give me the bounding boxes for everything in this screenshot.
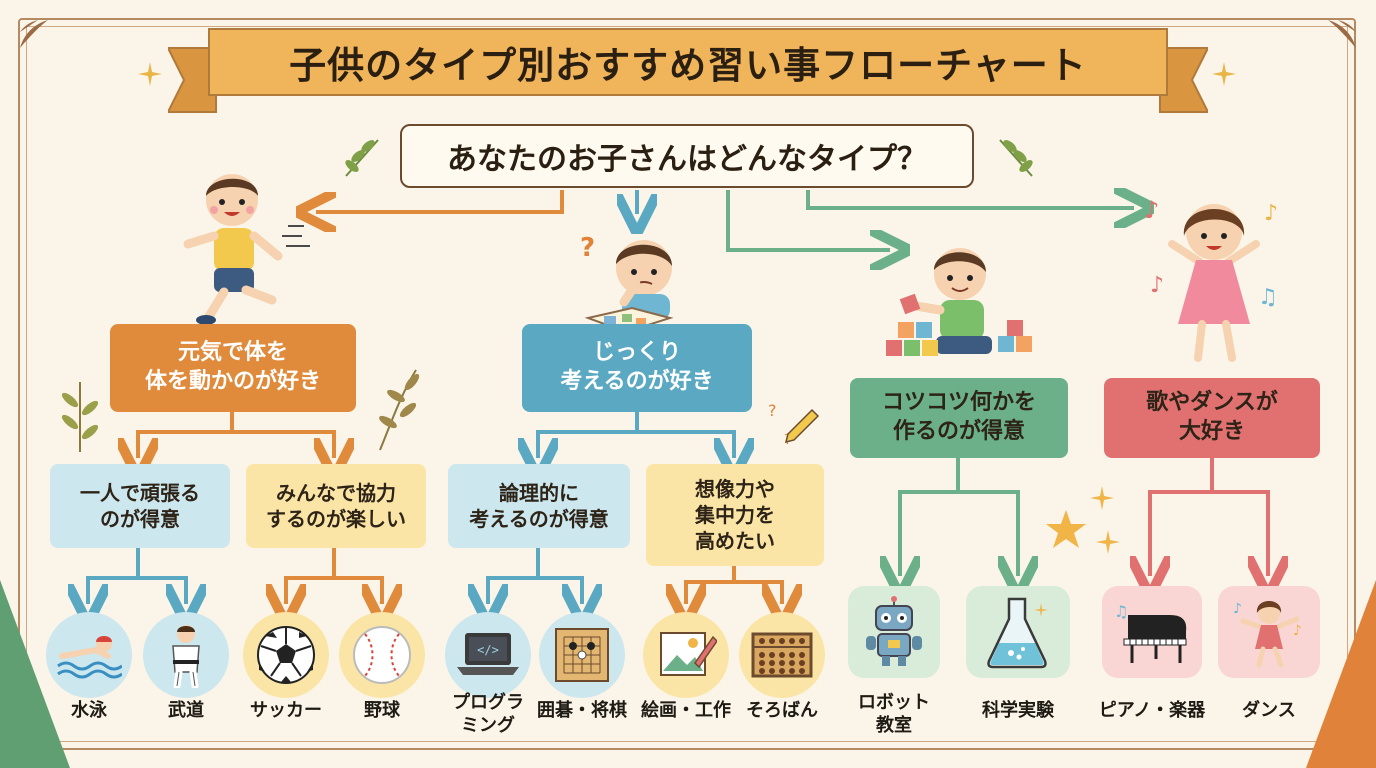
building-blocks-boy-icon [886, 248, 1032, 356]
go-board-icon [555, 628, 609, 682]
laptop-code-icon: </> [457, 633, 519, 675]
soccer-ball-icon [257, 626, 315, 684]
activity-baseball [339, 612, 425, 698]
corner-leaf-icon [20, 20, 48, 48]
activity-go-shogi [539, 612, 625, 698]
corner-leaf-icon [1328, 20, 1356, 48]
dancer-icon: ♪ ♪ [1233, 601, 1302, 668]
activity-painting [643, 612, 729, 698]
arrow-to-category-1 [316, 190, 564, 212]
stars-icon [1046, 486, 1120, 554]
svg-text:♫: ♫ [1258, 285, 1278, 310]
activity-science [966, 586, 1070, 678]
svg-text:♫: ♫ [1114, 602, 1128, 621]
leaf-sprig-icon [345, 139, 379, 177]
activity-programming: </> [445, 612, 531, 698]
subtype-team-box: みんなで協力 するのが楽しい [246, 464, 426, 548]
svg-text:♪: ♪ [1144, 196, 1159, 224]
activity-label-soccer: サッカー [250, 700, 322, 721]
activity-label-piano: ピアノ・楽器 [1098, 700, 1206, 721]
sparkle-icon [138, 62, 162, 86]
activity-robot-class [848, 586, 940, 678]
svg-text:♪: ♪ [1150, 273, 1164, 298]
activity-label-go-shogi: 囲碁・将棋 [537, 700, 627, 721]
sparkle-icon [1212, 62, 1236, 86]
category-making-box: コツコツ何かを 作るのが得意 [850, 378, 1068, 458]
question-box: あなたのお子さんはどんなタイプ？ [400, 124, 974, 188]
category-active-box: 元気で体を 体を動かのが好き [110, 324, 356, 412]
activity-label-dance: ダンス [1242, 700, 1296, 721]
category-music-box: 歌やダンスが 大好き [1104, 378, 1320, 458]
activity-label-martial-arts: 武道 [168, 700, 204, 721]
activity-abacus [739, 612, 825, 698]
corner-orange-shape [1306, 580, 1376, 768]
piano-icon: ♫ [1114, 602, 1187, 663]
dancing-girl-icon: ♪ ♪ ♪ ♫ [1144, 196, 1278, 362]
flask-icon [987, 597, 1048, 669]
activity-label-painting: 絵画・工作 [641, 700, 731, 721]
svg-text:</>: </> [477, 643, 499, 657]
thinking-boy-icon: ? [580, 233, 674, 334]
pencil-icon: ? ? [768, 401, 820, 448]
painting-icon [660, 632, 717, 676]
leaf-sprig-icon [379, 369, 420, 451]
title-ribbon [208, 28, 1168, 96]
activity-martial-arts [143, 612, 229, 698]
ribbon-tail-right [1159, 47, 1208, 113]
svg-text:?: ? [768, 401, 777, 420]
corner-green-shape [0, 580, 70, 768]
activity-swimming [46, 612, 132, 698]
activity-dance: ♪ ♪ [1218, 586, 1320, 678]
activity-label-programming: プログラ ミング [452, 692, 524, 736]
leaf-sprig-icon [61, 382, 99, 452]
svg-text:♪: ♪ [1293, 623, 1302, 639]
leaf-sprig-icon [999, 139, 1033, 177]
svg-text:?: ? [580, 233, 595, 263]
svg-text:♪: ♪ [1264, 201, 1278, 226]
martial-arts-icon [172, 625, 200, 688]
activity-label-baseball: 野球 [364, 700, 400, 721]
swimmer-icon [57, 636, 122, 679]
subtype-solo-box: 一人で頑張る のが得意 [50, 464, 230, 548]
page-title: 子供のタイプ別おすすめ習い事フローチャート [289, 44, 1087, 87]
activity-soccer [243, 612, 329, 698]
robot-icon [866, 596, 922, 666]
category-thinking-box: じっくり 考えるのが好き [522, 324, 752, 412]
activity-piano: ♫ [1102, 586, 1202, 678]
arrow-to-category-3 [726, 190, 890, 250]
activity-label-science: 科学実験 [982, 700, 1054, 721]
activity-label-abacus: そろばん [746, 700, 818, 721]
arrow-to-category-4 [806, 190, 1134, 208]
running-boy-icon [183, 174, 310, 325]
activity-label-swimming: 水泳 [71, 700, 107, 721]
activity-label-robot-class: ロボット 教室 [858, 692, 930, 736]
abacus-icon [751, 632, 813, 678]
decorative-frame [18, 18, 1356, 750]
baseball-icon [353, 626, 411, 684]
decorative-frame-inner [26, 26, 1348, 742]
subtype-logic-box: 論理的に 考えるのが得意 [448, 464, 630, 548]
subtype-imagination-box: 想像力や 集中力を 高めたい [646, 464, 824, 566]
svg-text:♪: ♪ [1233, 601, 1242, 617]
